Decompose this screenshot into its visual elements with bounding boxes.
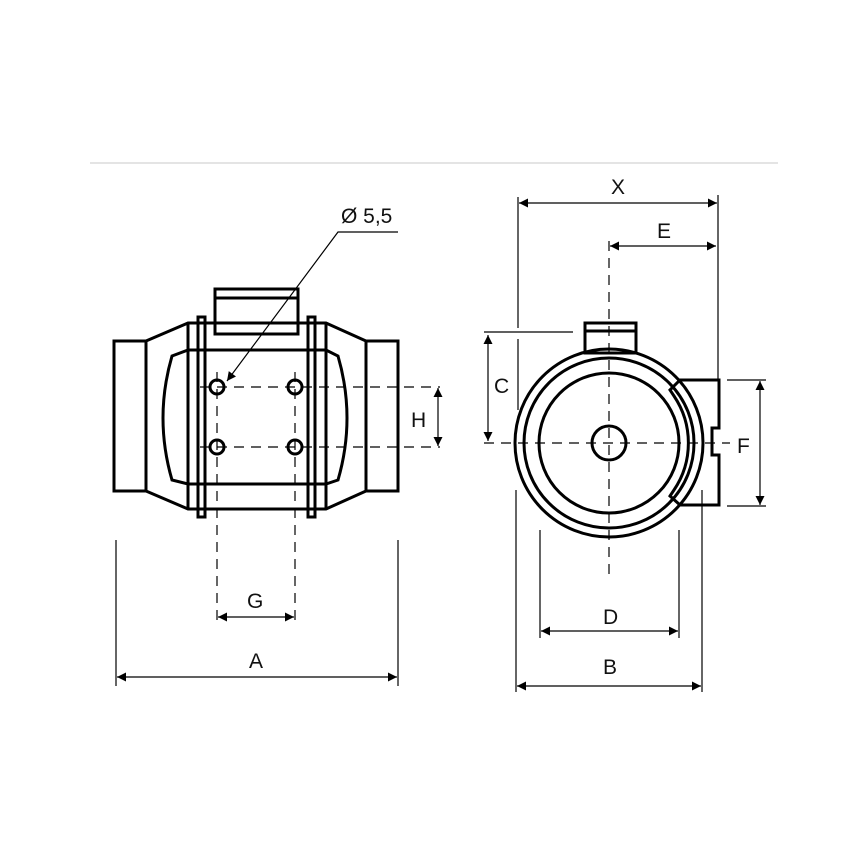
terminal-box-side-mount (668, 378, 721, 507)
dim-X-extension (517, 195, 719, 380)
right-flange (306, 315, 317, 519)
dim-A-extension (115, 540, 399, 686)
dim-B-extension (515, 490, 703, 692)
dim-D-label: D (603, 606, 618, 629)
terminal-box-top (583, 321, 638, 355)
dim-G-label: G (247, 590, 263, 613)
dim-F-label: F (737, 435, 750, 458)
dim-X-label: X (611, 176, 625, 199)
dim-C-extension (484, 331, 573, 410)
hole-diameter-label: Ø 5,5 (341, 205, 392, 228)
centerlines (484, 241, 730, 575)
dim-C-label: C (494, 375, 509, 398)
hole-leader-line (226, 231, 398, 382)
dim-A-label: A (249, 650, 263, 673)
dim-B-label: B (603, 656, 617, 679)
right-spigot (364, 339, 400, 493)
left-spigot (112, 339, 148, 493)
dim-H-label: H (411, 409, 426, 432)
body-outline (145, 321, 367, 511)
front-view: X E C F D B (483, 176, 766, 692)
dim-D-extension (539, 530, 680, 638)
hole-centerlines (200, 372, 440, 620)
dim-F-extension (727, 379, 766, 507)
terminal-box-side (213, 287, 300, 336)
left-flange (196, 315, 207, 519)
side-view: Ø 5,5 H G A (112, 205, 443, 686)
mounting-holes (208, 378, 304, 456)
motor-housing (161, 348, 349, 486)
dim-E-label: E (657, 220, 671, 243)
